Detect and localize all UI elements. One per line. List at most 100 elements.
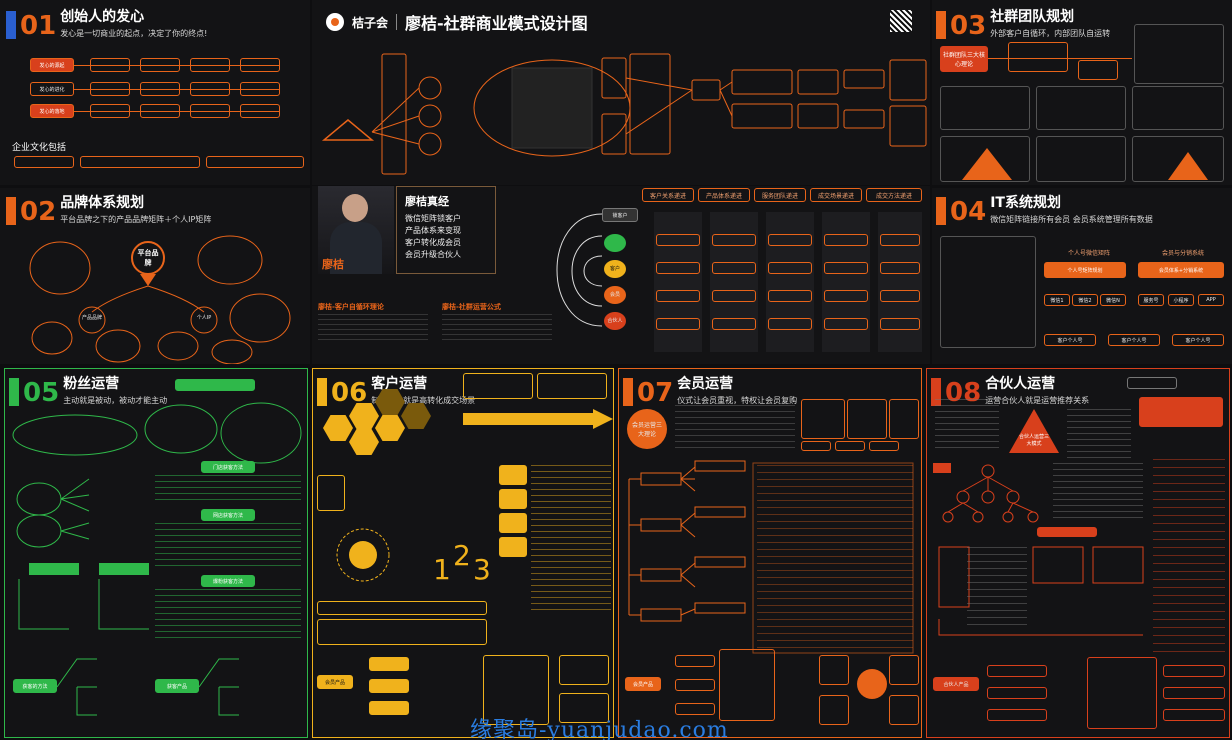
column-header: 客户关系递进 xyxy=(642,188,694,202)
section-07: 07 会员运营 仪式让会员重视，特权让会员复购 会员运营三大理论 会员产品 xyxy=(618,368,922,738)
center-top: 桔子会 廖桔-社群商业模式设计图 xyxy=(312,0,930,185)
node-mini-program: 小程序 xyxy=(1168,294,1194,306)
section-title: 品牌体系规划 xyxy=(60,195,145,211)
header-member-system: 会员与分销系统 xyxy=(1162,250,1205,257)
section-subtitle: 外部客户自循环，内部团队自运转 xyxy=(990,29,1111,38)
cycle-arcs xyxy=(556,213,603,327)
section-number: 08 xyxy=(945,378,982,408)
section-subtitle: 平台品牌之下的产品品牌矩阵＋个人IP矩阵 xyxy=(60,215,212,224)
member-product-label: 会员产品 xyxy=(625,677,661,691)
watermark: 缘聚岛-yuanjudao.com xyxy=(470,718,729,740)
section-title: 合伙人运营 xyxy=(985,376,1056,392)
logo-icon xyxy=(326,13,344,31)
node-member: 会员 xyxy=(604,286,626,304)
node-app: APP xyxy=(1198,294,1224,306)
team-core-theory: 社群团队三大核心理论 xyxy=(940,46,988,72)
section-01: 01 创始人的发心 发心是一切商业的起点，决定了你的终点! 发心的源起 发心的进… xyxy=(0,0,310,185)
theory-1-title: 廖桔-客户自循环理论 xyxy=(318,303,384,311)
svg-text:2: 2 xyxy=(453,539,471,572)
culture-heading: 企业文化包括 xyxy=(12,143,67,153)
section-marker xyxy=(6,11,16,39)
section-04: 04 IT系统规划 微信矩阵链接所有会员 会员系统管理所有数据 个人号微信矩阵 … xyxy=(932,188,1232,364)
node-service-account: 服务号 xyxy=(1138,294,1164,306)
section-02: 02 品牌体系规划 平台品牌之下的产品品牌矩阵＋个人IP矩阵 平台品牌 产品品牌… xyxy=(0,188,310,364)
fan-method-label: 获客的方法 xyxy=(13,679,57,693)
section-03: 03 社群团队规划 外部客户自循环，内部团队自运转 社群团队三大核心理论 xyxy=(932,0,1232,185)
section-subtitle: 主动就是被动，被动才能主动 xyxy=(63,396,168,405)
section-01-header: 01 创始人的发心 发心是一切商业的起点，决定了你的终点! xyxy=(6,6,207,39)
pyramid-icon xyxy=(1168,152,1208,180)
theory-2-title: 廖桔-社群运营公式 xyxy=(442,303,501,311)
portrait-name: 廖桔 xyxy=(322,258,344,271)
fan-product-label: 获客产品 xyxy=(155,679,199,693)
referral-tree xyxy=(933,463,1039,523)
section-title: 会员运营 xyxy=(677,376,734,392)
partner-theory: 合伙人运营三大模式 xyxy=(1018,434,1049,447)
node-product-brand: 产品品牌 xyxy=(81,315,102,321)
node-wechat-2: 微信2 xyxy=(1072,294,1098,306)
section-subtitle: 运营合伙人就是运营推荐关系 xyxy=(985,396,1090,405)
center-bottom: 廖桔 廖桔真经 微信矩阵锁客户 产品体系来变现 客户转化成会员 会员升级合伙人 … xyxy=(312,186,930,364)
row-label-origin: 发心的源起 xyxy=(30,58,74,72)
svg-text:3: 3 xyxy=(473,553,491,586)
section-number: 01 xyxy=(20,11,57,41)
node-wechat-1: 微信1 xyxy=(1044,294,1070,306)
customer-account: 客户个人号 xyxy=(1172,334,1224,346)
arrow-icon xyxy=(463,409,613,429)
node-lock-customer: 锁客户 xyxy=(602,208,638,222)
node-customer: 客户 xyxy=(604,260,626,278)
node-partner: 合伙人 xyxy=(604,312,626,330)
section-subtitle: 仪式让会员重视，特权让会员复购 xyxy=(677,396,798,405)
section-subtitle: 微信矩阵链接所有会员 会员系统管理所有数据 xyxy=(990,215,1153,224)
method-online: 网店获客方法 xyxy=(201,509,255,521)
node-personal-ip: 个人IP xyxy=(196,315,212,321)
box-member-dist: 会员体系+分销系统 xyxy=(1138,262,1224,278)
truth-line: 客户转化成会员 xyxy=(405,238,461,247)
customer-account: 客户个人号 xyxy=(1108,334,1160,346)
section-title: 粉丝运营 xyxy=(63,376,120,392)
row-label-land: 发心的落地 xyxy=(30,104,74,118)
section-08: 08 合伙人运营 运营合伙人就是运营推荐关系 合伙人运营三大模式 合伙人产品 xyxy=(926,368,1230,738)
fan-mindmap xyxy=(16,478,149,630)
truth-line: 会员升级合伙人 xyxy=(405,250,461,259)
qr-code-icon xyxy=(890,10,912,32)
business-flow-diagram xyxy=(321,53,927,175)
column-header: 成交方法递进 xyxy=(866,188,922,202)
section-subtitle: 制造排队就是高转化成交场景 xyxy=(371,396,476,405)
section-number: 07 xyxy=(637,378,674,408)
member-tree xyxy=(628,460,914,654)
section-title: 创始人的发心 xyxy=(60,9,145,25)
truth-title: 廖桔真经 xyxy=(405,195,449,208)
section-number: 06 xyxy=(331,378,368,408)
section-subtitle: 发心是一切商业的起点，决定了你的终点! xyxy=(60,29,208,38)
column-header: 产品体系递进 xyxy=(698,188,750,202)
triangle-icon xyxy=(1009,409,1059,453)
box-personal-matrix: 个人号矩阵规划 xyxy=(1044,262,1126,278)
pyramid-icon xyxy=(962,148,1012,180)
platform-brand: 平台品牌 xyxy=(137,249,159,267)
section-number: 05 xyxy=(23,378,60,408)
node-wechat-n: 微信N xyxy=(1100,294,1126,306)
method-store: 门店获客方法 xyxy=(201,461,255,473)
section-06: 06 客户运营 制造排队就是高转化成交场景 1 2 3 会员产品 xyxy=(312,368,614,738)
section-number: 02 xyxy=(20,197,57,227)
member-product-label: 会员产品 xyxy=(317,675,353,689)
customer-account: 客户个人号 xyxy=(1044,334,1096,346)
section-number: 04 xyxy=(950,197,987,227)
partner-product-label: 合伙人产品 xyxy=(933,677,979,691)
section-marker xyxy=(6,197,16,225)
header-wechat-matrix: 个人号微信矩阵 xyxy=(1068,250,1111,257)
member-theory-circle: 会员运营三大理论 xyxy=(627,409,667,449)
logo-text: 桔子会 xyxy=(352,15,389,30)
fan-ellipses xyxy=(12,402,302,464)
truth-line: 微信矩阵锁客户 xyxy=(405,214,461,223)
main-title: 廖桔-社群商业模式设计图 xyxy=(405,14,588,33)
section-title: 客户运营 xyxy=(371,376,428,392)
section-05: 05 粉丝运营 主动就是被动，被动才能主动 门店获客方法 网店获客方法 爆粉获客… xyxy=(4,368,308,738)
section-title: IT系统规划 xyxy=(990,195,1061,211)
svg-text:1: 1 xyxy=(433,553,451,586)
column-header: 服务团队递进 xyxy=(754,188,806,202)
portrait-photo: 廖桔 xyxy=(318,186,394,274)
column-header: 成交场景递进 xyxy=(810,188,862,202)
stage-diagram: 1 2 3 xyxy=(336,528,491,586)
